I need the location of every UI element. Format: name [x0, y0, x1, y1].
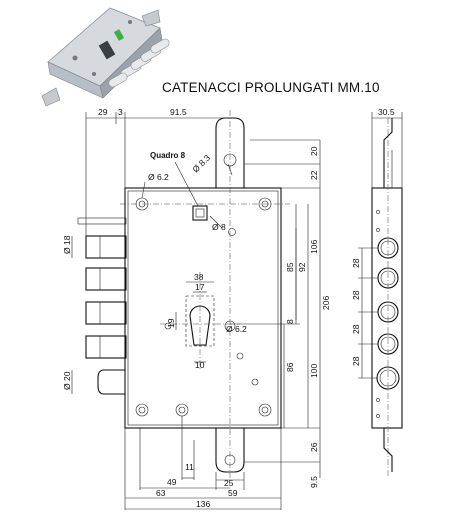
left-bolts [77, 217, 127, 395]
dim-values-side: 28 28 28 28 [351, 258, 361, 366]
dim-side-28c: 28 [351, 324, 361, 334]
dim-side-28b: 28 [351, 290, 361, 300]
dim-63: 63 [156, 488, 166, 498]
side-view [358, 112, 403, 478]
dim-10: 10 [195, 360, 205, 370]
dim-59: 59 [228, 488, 238, 498]
drawing-title: CATENACCI PROLUNGATI MM.10 [162, 80, 380, 95]
lock-photo [41, 7, 170, 107]
front-view [77, 110, 290, 478]
dim-25: 25 [224, 478, 234, 488]
side-bolt-holes [376, 237, 400, 390]
dim-19: 19 [166, 318, 176, 328]
dim-136: 136 [196, 499, 210, 509]
dim-106: 106 [309, 240, 319, 254]
dim-values-inner: 38 17 19 10 [166, 272, 205, 370]
label-d62a: Ø 6.2 [148, 172, 169, 182]
dim-29: 29 [98, 107, 108, 117]
dim-26: 26 [309, 442, 319, 452]
quadro-square [192, 205, 208, 221]
label-d20: Ø 20 [62, 371, 72, 390]
dim-values-right: 20 22 92 85 106 206 8 86 100 26 9.5 [285, 146, 331, 488]
dim-8: 8 [285, 319, 295, 324]
dim-86: 86 [285, 362, 295, 372]
dim-17: 17 [195, 282, 205, 292]
dim-side-28d: 28 [351, 356, 361, 366]
dim-85: 85 [285, 262, 295, 272]
dim-49: 49 [167, 477, 177, 487]
dim-22: 22 [309, 170, 319, 180]
labels: Quadro 8 Ø 8.3 Ø 6.2 Ø 8 Ø 6.2 Ø 18 Ø 20 [62, 151, 247, 390]
label-quadro: Quadro 8 [150, 151, 186, 160]
dim-values-top: 29 3 91.5 30.5 [98, 107, 395, 117]
dim-side-28a: 28 [351, 258, 361, 268]
dim-9-5: 9.5 [309, 476, 319, 488]
dim-100: 100 [309, 364, 319, 378]
dim-11: 11 [185, 462, 194, 472]
dim-3: 3 [118, 107, 123, 117]
label-d62b: Ø 6.2 [226, 324, 247, 334]
dim-92: 92 [297, 262, 307, 272]
dim-91-5: 91.5 [170, 107, 187, 117]
dim-30-5: 30.5 [378, 107, 395, 117]
dim-values-bottom: 11 49 25 63 59 136 [156, 462, 238, 509]
dim-20: 20 [309, 146, 319, 156]
dim-206: 206 [321, 296, 331, 310]
dimension-lines [71, 112, 321, 510]
label-d83: Ø 8.3 [190, 152, 212, 174]
label-d18: Ø 18 [62, 235, 72, 254]
label-d8: Ø 8 [212, 222, 226, 232]
dim-38: 38 [194, 272, 204, 282]
